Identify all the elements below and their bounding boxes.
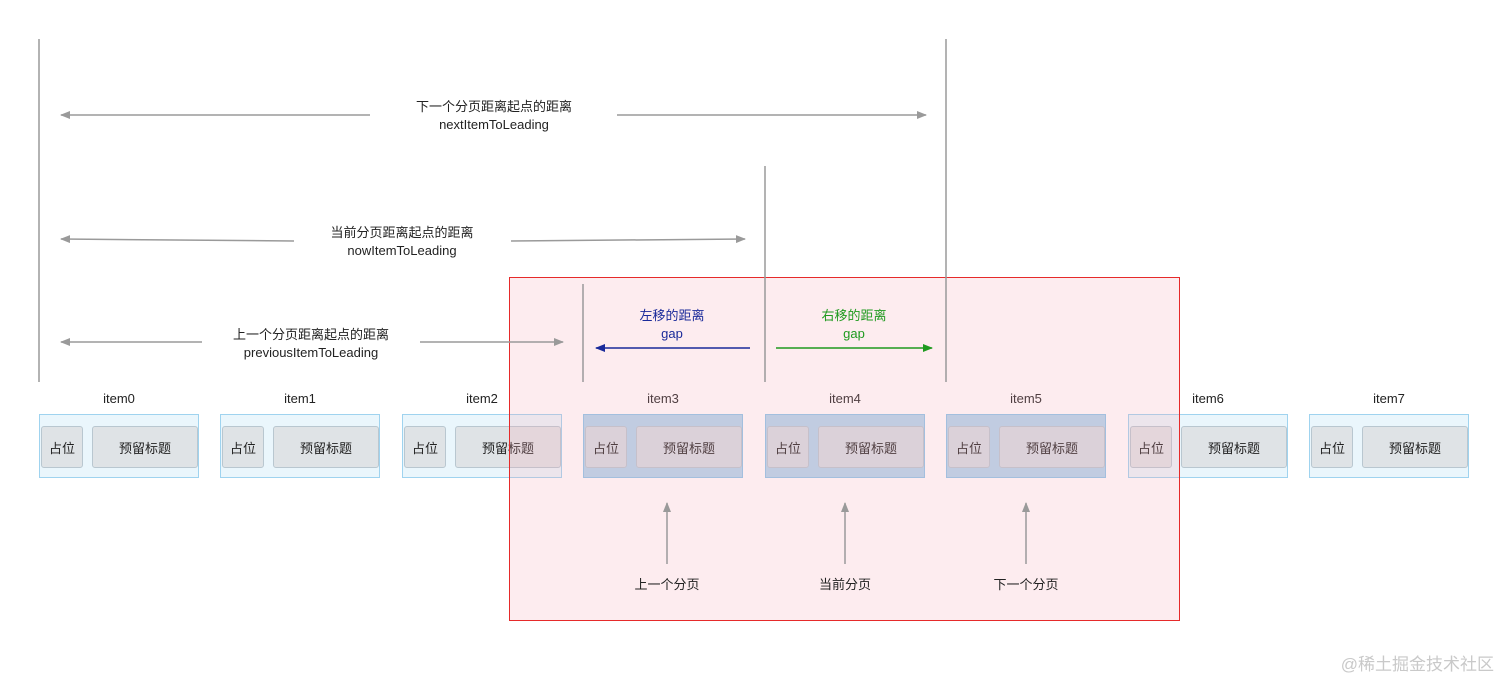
placeholder-box: 占位 <box>1311 426 1353 468</box>
placeholder-box: 占位 <box>585 426 627 468</box>
item-card: 占位 预留标题 <box>39 414 199 478</box>
next-measure-title: 下一个分页距离起点的距离 <box>415 99 572 114</box>
item-label: item7 <box>1373 391 1405 406</box>
item-card-highlighted: 占位 预留标题 <box>765 414 925 478</box>
now-measure-label: 当前分页距离起点的距离 nowItemToLeading <box>302 224 502 260</box>
title-box: 预留标题 <box>92 426 198 468</box>
item-label: item6 <box>1192 391 1224 406</box>
move-left-gap: gap <box>661 326 683 341</box>
current-page-label: 当前分页 <box>818 577 871 592</box>
watermark: @稀土掘金技术社区 <box>1340 655 1494 674</box>
item-label: item3 <box>647 391 679 406</box>
placeholder-box: 占位 <box>41 426 83 468</box>
placeholder-box: 占位 <box>948 426 990 468</box>
move-right-title: 右移的距离 <box>821 308 887 323</box>
title-box: 预留标题 <box>273 426 379 468</box>
title-box: 预留标题 <box>1362 426 1468 468</box>
move-right-label: 右移的距离 gap <box>804 307 904 343</box>
item-card: 占位 预留标题 <box>402 414 562 478</box>
item-card: 占位 预留标题 <box>1309 414 1469 478</box>
now-measure-title: 当前分页距离起点的距离 <box>330 225 474 240</box>
item-card-highlighted: 占位 预留标题 <box>946 414 1106 478</box>
next-page-label: 下一个分页 <box>993 577 1059 592</box>
move-right-gap: gap <box>843 326 865 341</box>
title-box: 预留标题 <box>455 426 561 468</box>
placeholder-box: 占位 <box>1130 426 1172 468</box>
item-label: item0 <box>103 391 135 406</box>
placeholder-box: 占位 <box>404 426 446 468</box>
item-label: item5 <box>1010 391 1042 406</box>
title-box: 预留标题 <box>999 426 1105 468</box>
next-measure-label: 下一个分页距离起点的距离 nextItemToLeading <box>394 98 594 134</box>
previous-page-label: 上一个分页 <box>634 577 700 592</box>
next-measure-code: nextItemToLeading <box>439 117 549 132</box>
placeholder-box: 占位 <box>767 426 809 468</box>
placeholder-box: 占位 <box>222 426 264 468</box>
item-label: item1 <box>284 391 316 406</box>
title-box: 预留标题 <box>636 426 742 468</box>
previous-measure-label: 上一个分页距离起点的距离 previousItemToLeading <box>211 326 411 362</box>
now-measure-arrow-left <box>60 235 295 244</box>
item-label: item4 <box>829 391 861 406</box>
previous-measure-title: 上一个分页距离起点的距离 <box>232 327 389 342</box>
title-box: 预留标题 <box>818 426 924 468</box>
move-left-label: 左移的距离 gap <box>622 307 722 343</box>
now-measure-arrow-right <box>510 235 746 244</box>
previous-measure-code: previousItemToLeading <box>243 345 379 360</box>
item-card-highlighted: 占位 预留标题 <box>583 414 743 478</box>
item-card: 占位 预留标题 <box>1128 414 1288 478</box>
move-left-title: 左移的距离 <box>639 308 705 323</box>
title-box: 预留标题 <box>1181 426 1287 468</box>
now-measure-code: nowItemToLeading <box>347 243 457 258</box>
item-label: item2 <box>466 391 498 406</box>
item-card: 占位 预留标题 <box>220 414 380 478</box>
